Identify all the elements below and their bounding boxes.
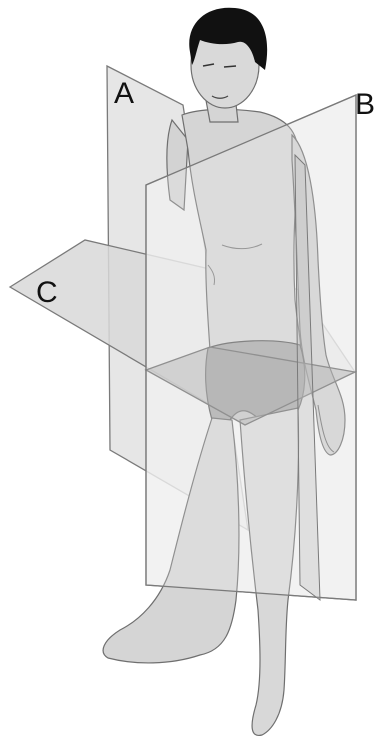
label-plane-b: B [355, 88, 375, 121]
eye-right [224, 66, 236, 67]
label-plane-a: A [114, 77, 134, 110]
label-plane-c: C [36, 276, 58, 309]
